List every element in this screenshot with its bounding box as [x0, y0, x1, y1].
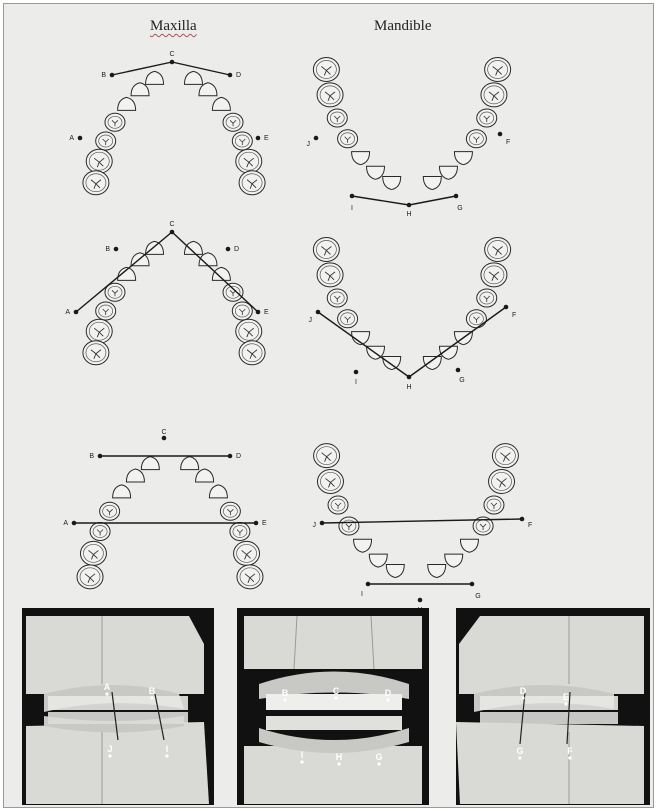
photo-label-f: F [567, 746, 573, 756]
point-d [226, 247, 231, 252]
point-g [470, 582, 475, 587]
occlusion-photo-right [456, 608, 650, 805]
point-e [254, 521, 259, 526]
point-h [407, 203, 412, 208]
point-f [504, 305, 509, 310]
line-i-h [352, 196, 409, 205]
photo-label-g: G [516, 746, 523, 756]
label-h: H [406, 211, 411, 218]
label-d: D [236, 453, 241, 460]
photo-label-b: B [282, 688, 289, 698]
photo-label-e: E [563, 692, 569, 702]
point-j [314, 136, 319, 141]
line-b-c [112, 62, 172, 75]
label-h: H [406, 384, 411, 391]
photo-label-c: C [333, 686, 340, 696]
point-d [228, 454, 233, 459]
label-i: I [351, 205, 353, 212]
point-e [256, 136, 261, 141]
photo-label-d: D [520, 686, 527, 696]
mandible-arch-1 [313, 57, 510, 189]
figure-frame: Maxilla Mandible CBDAEJFIHGCBDAEJFIHGCBD… [3, 3, 654, 808]
label-b: B [89, 453, 94, 460]
point-h [407, 375, 412, 380]
point-e [256, 310, 261, 315]
line-h-f [409, 307, 506, 377]
occlusion-photo-left [22, 608, 214, 805]
photo-label-d: D [385, 688, 392, 698]
point-c [170, 60, 175, 65]
point-c [162, 436, 167, 441]
label-d: D [236, 72, 241, 79]
arch-diagram: C B D A E J F I H G C B D A E J F I H G C B D A E J F I H G [4, 4, 655, 809]
label-j: J [307, 141, 311, 148]
point-i [354, 370, 359, 375]
photo-label-g: G [375, 752, 382, 762]
occlusion-photo-frontal [237, 608, 429, 805]
label-c: C [169, 51, 174, 58]
label-c: C [161, 429, 166, 436]
line-c-e [172, 232, 258, 312]
maxilla-arch-1 [83, 71, 265, 194]
label-j: J [309, 317, 313, 324]
label-g: G [475, 593, 480, 600]
label-e: E [262, 520, 267, 527]
photo-label-i: I [301, 750, 304, 760]
label-f: F [528, 522, 532, 529]
point-c [170, 230, 175, 235]
label-e: E [264, 135, 269, 142]
photo-label-b: B [149, 686, 156, 696]
point-g [454, 194, 459, 199]
point-a [74, 310, 79, 315]
point-b [114, 247, 119, 252]
label-g: G [459, 377, 464, 384]
mandible-arch-2 [313, 237, 510, 369]
label-f: F [512, 312, 516, 319]
label-a: A [69, 135, 74, 142]
label-a: A [65, 309, 70, 316]
label-e: E [264, 309, 269, 316]
point-j [320, 521, 325, 526]
label-d: D [234, 246, 239, 253]
point-g [456, 368, 461, 373]
label-i: I [361, 591, 363, 598]
photo-label-a: A [104, 682, 111, 692]
label-b: B [101, 72, 106, 79]
label-j: J [313, 522, 317, 529]
photo-label-h: H [336, 752, 343, 762]
label-c: C [169, 221, 174, 228]
label-g: G [457, 205, 462, 212]
line-a-c [76, 232, 172, 312]
mandible-arch-3 [314, 444, 519, 578]
line-h-g [409, 196, 456, 205]
point-b [110, 73, 115, 78]
photo-label-j: J [107, 744, 112, 754]
point-a [72, 521, 77, 526]
line-j-h [318, 312, 409, 377]
point-h [418, 598, 423, 603]
point-i [350, 194, 355, 199]
point-f [520, 517, 525, 522]
maxilla-arch-2 [83, 241, 265, 364]
point-i [366, 582, 371, 587]
point-j [316, 310, 321, 315]
photo-label-i: I [166, 744, 169, 754]
point-f [498, 132, 503, 137]
point-d [228, 73, 233, 78]
line-c-d [172, 62, 230, 75]
point-b [98, 454, 103, 459]
label-b: B [105, 246, 110, 253]
label-i: I [355, 379, 357, 386]
point-a [78, 136, 83, 141]
label-f: F [506, 139, 510, 146]
label-a: A [63, 520, 68, 527]
